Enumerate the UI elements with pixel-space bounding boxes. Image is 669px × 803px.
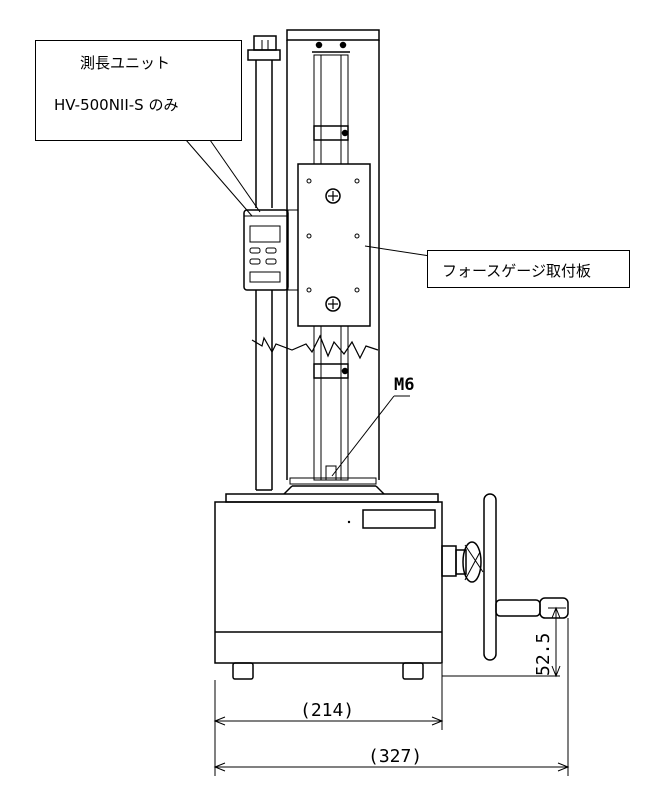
leader-lines: [185, 139, 431, 477]
dim-total-width: (327): [368, 746, 422, 767]
break-line: [251, 334, 379, 360]
base-housing: [214, 501, 443, 680]
measuring-unit-model: HV-500NII-S のみ: [54, 96, 179, 114]
gauge-plate-label: フォースゲージ取付板: [442, 262, 591, 280]
measuring-unit: [243, 209, 299, 291]
thread-label: M6: [394, 375, 414, 395]
scale-column: [247, 35, 281, 491]
handwheel: [441, 493, 569, 661]
gauge-plate-callout: [427, 250, 630, 288]
measuring-unit-title: 測長ユニット: [80, 54, 171, 72]
base-plate: [225, 485, 439, 503]
dim-handle-height: 52.5: [533, 633, 554, 676]
dim-base-width: (214): [300, 700, 354, 721]
measuring-unit-callout: [35, 40, 242, 141]
dimension-lines: [213, 606, 570, 776]
gauge-mounting-plate: [297, 163, 371, 327]
